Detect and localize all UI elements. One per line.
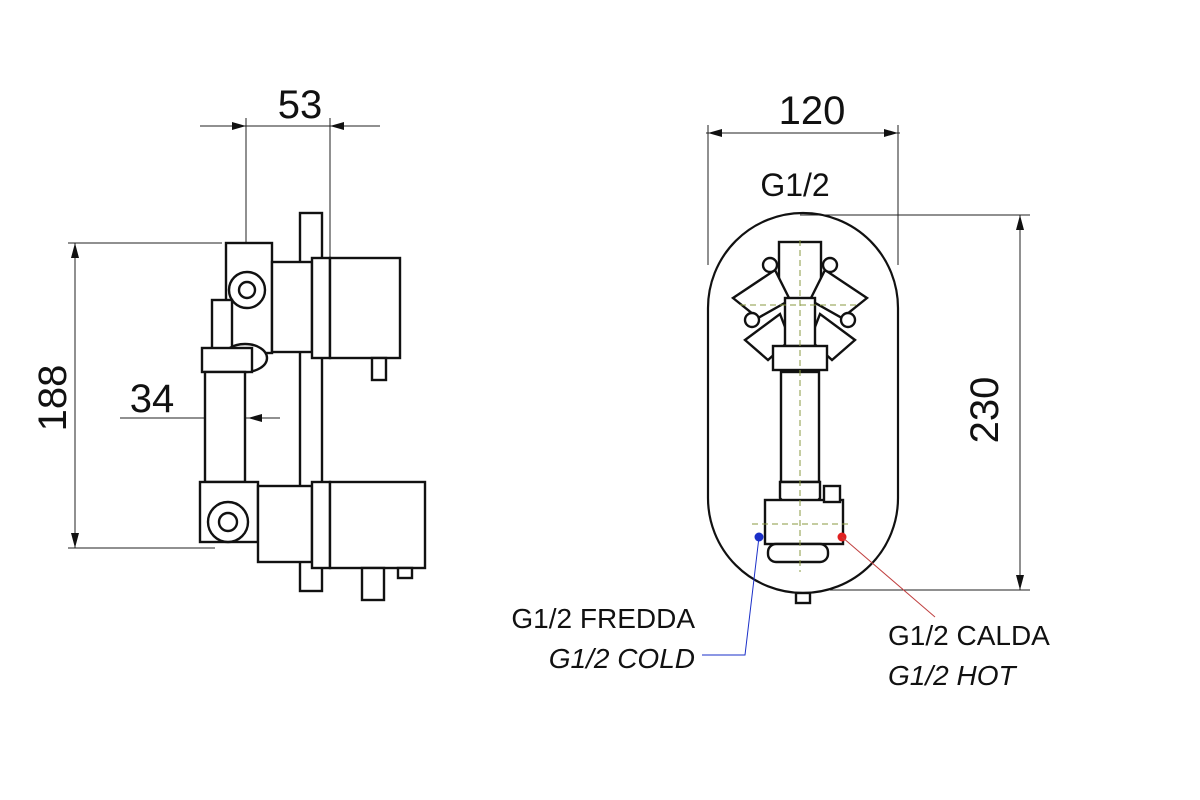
mixer-cartridge	[740, 240, 860, 572]
dim-188-label: 188	[31, 365, 75, 432]
hot-label-it: G1/2 CALDA	[888, 620, 1050, 651]
diverter-head	[730, 240, 870, 372]
dimension-120: 120	[706, 89, 900, 265]
dim-53-label: 53	[278, 83, 323, 127]
dimension-53: 53	[200, 83, 380, 258]
top-connection-label: G1/2	[760, 167, 829, 203]
dim-230-label: 230	[963, 377, 1007, 444]
cold-label-it: G1/2 FREDDA	[511, 603, 695, 634]
side-view: 53 188 34	[31, 83, 427, 602]
dim-120-label: 120	[779, 89, 846, 133]
cold-label-en: G1/2 COLD	[549, 643, 695, 674]
hot-label-en: G1/2 HOT	[888, 660, 1017, 691]
dimension-188: 188	[31, 242, 222, 549]
dimension-34: 34	[120, 377, 280, 430]
dimension-230: 230	[800, 214, 1030, 591]
cold-leader-line	[702, 536, 760, 656]
connecting-pipe	[203, 370, 247, 484]
dim-34-label: 34	[130, 377, 175, 421]
upper-handle	[328, 256, 402, 360]
front-view: 120 G1/2 230	[702, 89, 1030, 656]
hot-leader-line	[841, 536, 936, 618]
lower-handle	[328, 480, 427, 570]
